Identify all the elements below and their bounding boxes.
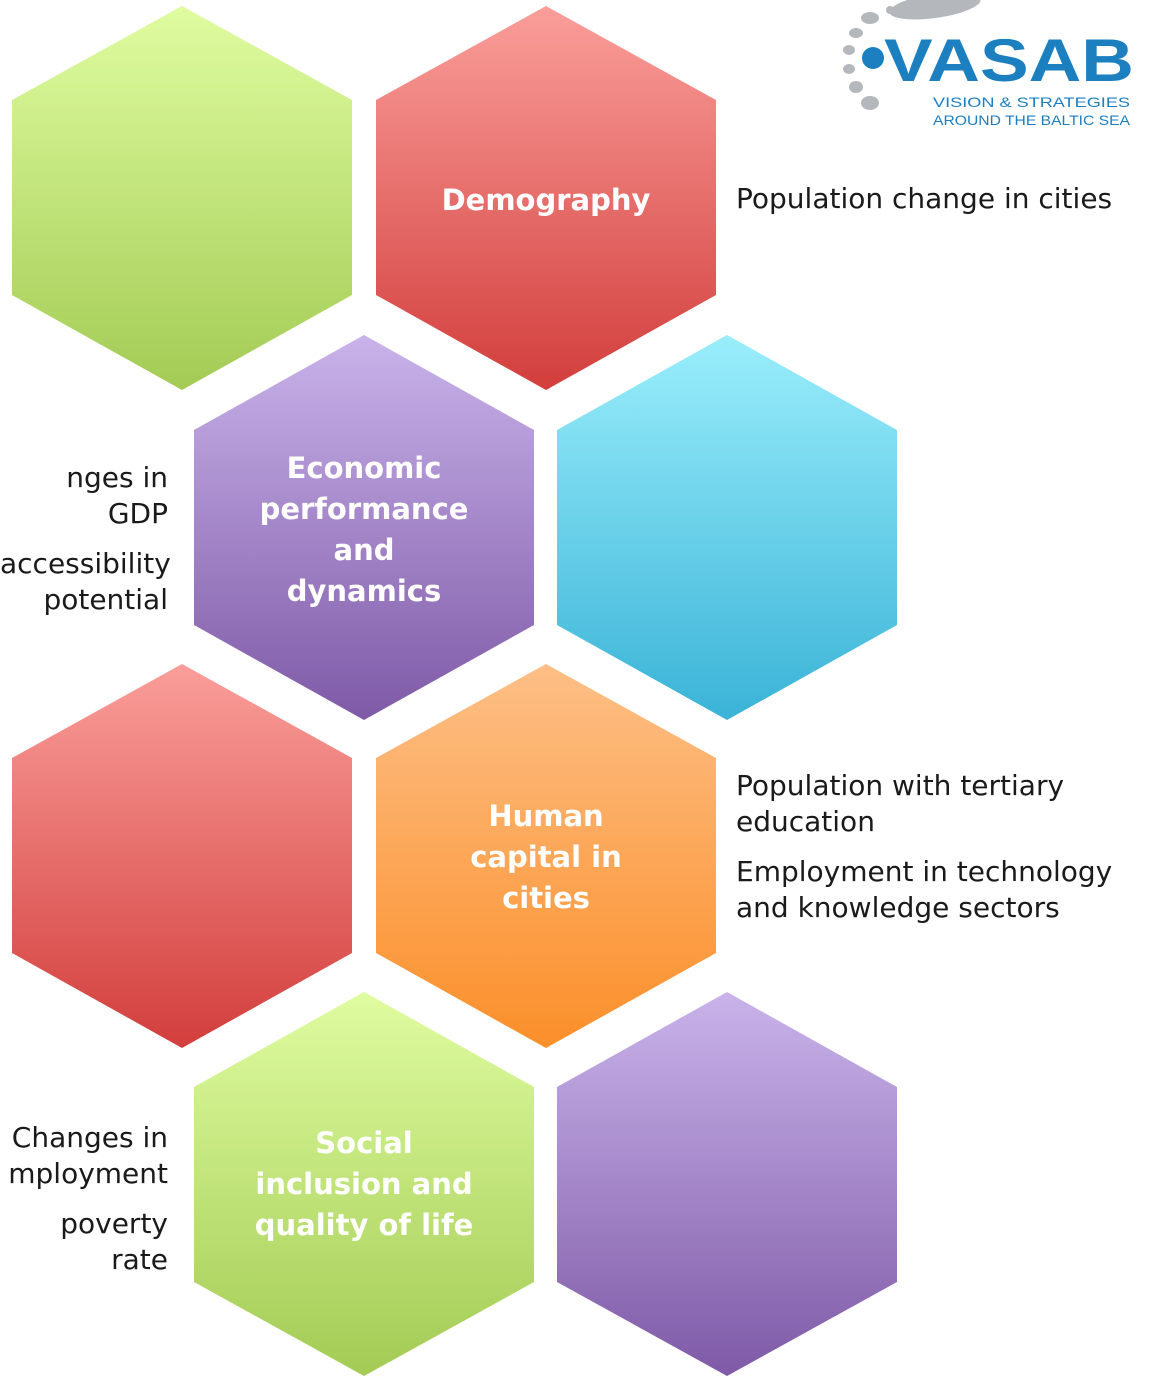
indicators-demography: Population change in cities [736,181,1148,217]
logo-arc-dots [843,0,981,110]
indicators-economic: nges in GDP accessibility potential [0,460,171,618]
hexagon-purple-bottom-right [557,992,897,1376]
indicator-accessibility: accessibility [0,547,171,580]
indicator-population-change: Population change in cities [736,182,1113,215]
label-economic-line-1: Economic [286,451,442,485]
indicator-unemployment-line-2: mployment [8,1157,168,1190]
logo-tagline-1: VISION & STRATEGIES [933,94,1130,110]
indicator-tertiary-line-1: Population with tertiary [736,769,1065,802]
hexagon-label-social-inclusion: Social inclusion and quality of life [214,1122,514,1247]
label-human-line-1: Human [488,799,604,833]
label-social-line-3: quality of life [254,1208,474,1242]
hexagon-label-human-capital: Human capital in cities [396,795,696,920]
indicator-gdp-changes: nges in GDP [66,461,168,530]
indicator-poverty-rate: poverty rate [60,1207,168,1276]
hexagon-red-lower-left [12,664,352,1048]
label-social-line-2: inclusion and [255,1167,473,1201]
label-human-line-2: capital in [470,840,622,874]
indicator-tech-employment-line-2: and knowledge sectors [736,891,1060,924]
label-social-line-1: Social [315,1126,413,1160]
logo-blue-dot [862,47,884,69]
label-economic-line-3: and [333,533,395,567]
hexagon-economic-performance [194,335,534,720]
logo-tagline-2: AROUND THE BALTIC SEA [933,112,1131,128]
label-human-line-3: cities [502,881,590,915]
hexagon-demography [376,6,716,390]
label-economic-line-4: dynamics [286,574,442,608]
hexagon-label-demography: Demography [396,170,696,230]
hexagon-cyan [557,335,897,720]
indicators-human-capital: Population with tertiary education Emplo… [736,768,1148,926]
vasab-logo: VASAB VISION & STRATEGIES AROUND THE BAL… [843,0,1134,128]
label-demography-text: Demography [441,182,651,217]
label-economic-line-2: performance [259,492,469,526]
hexagon-label-economic: Economic performance and dynamics [214,445,514,615]
indicator-tech-employment-line-1: Employment in technology [736,855,1113,888]
indicator-tertiary-line-2: education [736,805,875,838]
hexagon-social-inclusion [194,992,534,1376]
indicator-unemployment-line-1: Changes in [11,1121,168,1154]
indicators-social-inclusion: Changes in mployment poverty rate [0,1120,168,1278]
hexagon-human-capital [376,664,716,1048]
indicator-potential: potential [43,583,168,616]
hexagon-green-top-left [12,6,352,390]
logo-wordmark: VASAB [884,27,1134,94]
